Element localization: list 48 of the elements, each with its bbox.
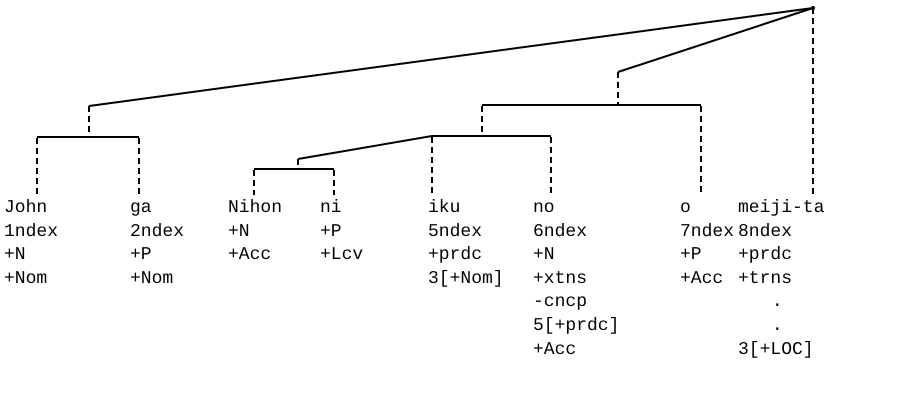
tree-branch-line bbox=[481, 106, 483, 135]
feature-label: . bbox=[772, 291, 783, 314]
word-label: no bbox=[533, 197, 555, 220]
feature-label: +P bbox=[130, 244, 152, 268]
feature-label: +N bbox=[228, 220, 250, 244]
feature-label: +trns bbox=[738, 268, 792, 291]
feature-label: +Nom bbox=[130, 268, 174, 291]
feature-label: +prdc bbox=[738, 244, 792, 268]
tree-branch-line bbox=[333, 170, 335, 195]
tree-branch-line bbox=[431, 137, 433, 195]
feature-label: -cncp bbox=[533, 291, 588, 314]
feature-label: +Acc bbox=[228, 244, 272, 268]
feature-label: +N bbox=[4, 244, 26, 268]
feature-label: +Acc bbox=[680, 268, 724, 291]
tree-branch-line bbox=[812, 8, 814, 195]
word-label: ni bbox=[320, 197, 342, 220]
tree-branch-line bbox=[138, 138, 140, 195]
word-label: John bbox=[4, 197, 48, 220]
feature-label: +prdc bbox=[428, 244, 482, 268]
tree-branch-line bbox=[253, 170, 255, 195]
feature-label: 2ndex bbox=[130, 220, 184, 244]
feature-label: 7ndex bbox=[680, 220, 734, 244]
feature-label: +Nom bbox=[4, 268, 48, 291]
feature-label: 3[+LOC] bbox=[738, 338, 814, 362]
feature-label: +xtns bbox=[533, 268, 588, 291]
feature-label: +N bbox=[533, 244, 555, 268]
feature-label: 1ndex bbox=[4, 220, 58, 244]
word-label: o bbox=[680, 197, 691, 220]
word-label: Nihon bbox=[228, 197, 282, 220]
word-label: iku bbox=[428, 197, 460, 220]
tree-branch-line bbox=[617, 7, 814, 104]
root-point bbox=[811, 6, 815, 10]
feature-label: . bbox=[772, 314, 783, 338]
feature-label: +P bbox=[320, 220, 342, 244]
feature-label: 3[+Nom] bbox=[428, 268, 504, 291]
feature-label: 5[+prdc] bbox=[533, 314, 620, 338]
feature-label: 6ndex bbox=[533, 220, 588, 244]
word-label: ga bbox=[130, 197, 152, 220]
feature-label: +Acc bbox=[533, 338, 576, 362]
tree-branch-line bbox=[550, 137, 552, 195]
feature-label: 8ndex bbox=[738, 220, 792, 244]
tree-branch-line bbox=[36, 138, 38, 195]
word-label: meiji-ta bbox=[738, 197, 824, 220]
tree-branch-line bbox=[297, 135, 432, 168]
tree-branch-line bbox=[700, 106, 702, 195]
feature-label: +P bbox=[680, 244, 702, 268]
feature-label: +Lcv bbox=[320, 244, 364, 268]
feature-label: 5ndex bbox=[428, 220, 482, 244]
